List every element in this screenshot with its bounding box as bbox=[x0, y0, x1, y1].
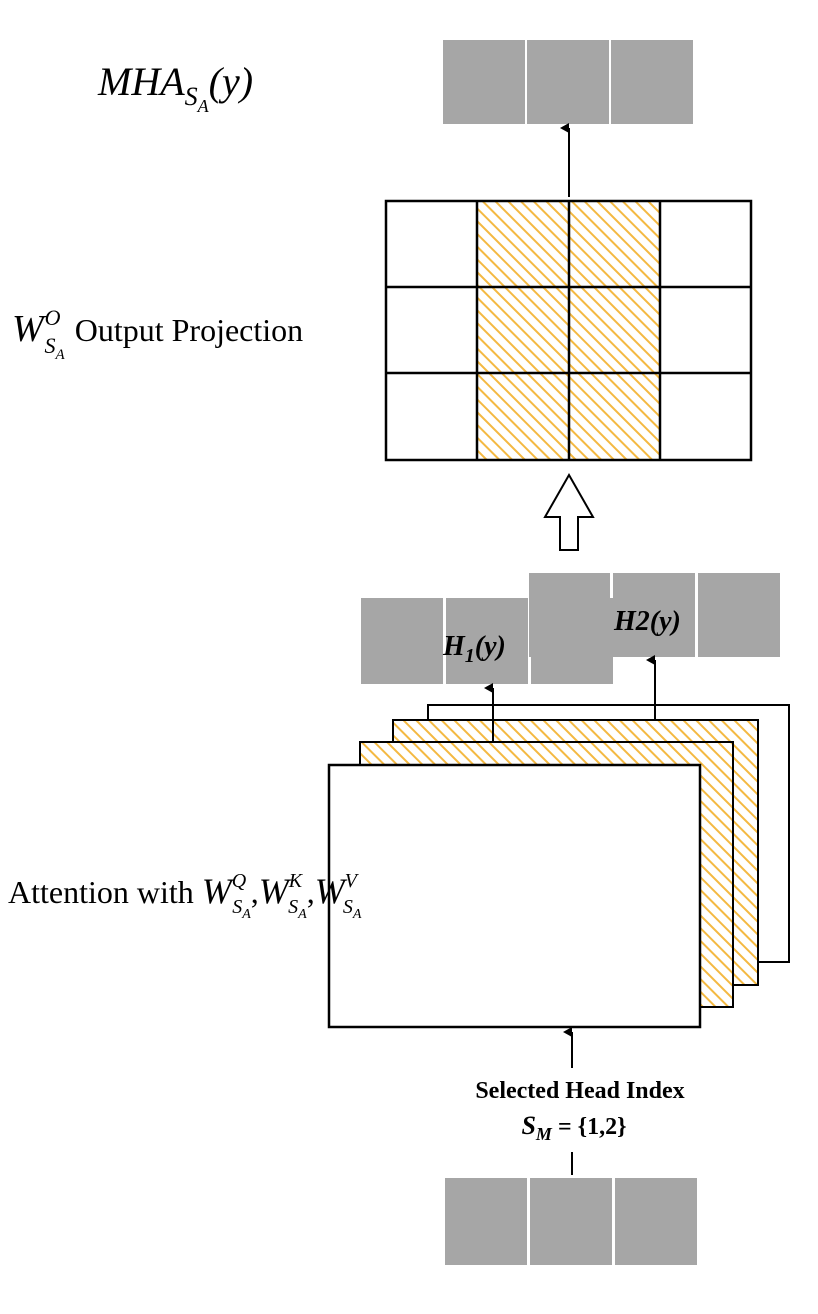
output-token-1 bbox=[443, 40, 525, 124]
head1-token-3 bbox=[531, 598, 613, 684]
arrow-head2-output bbox=[630, 655, 656, 721]
attention-head-plane-front bbox=[327, 763, 702, 1029]
head2-label: H2(y) bbox=[613, 606, 681, 637]
output-token-3 bbox=[611, 40, 693, 124]
head1-output-vector bbox=[361, 598, 613, 684]
output-token-2 bbox=[527, 40, 609, 124]
hollow-up-arrow bbox=[543, 472, 595, 551]
head2-token-2 bbox=[613, 573, 695, 657]
output-label: MHASA(y) bbox=[97, 59, 253, 116]
input-token-3 bbox=[615, 1178, 697, 1265]
output-projection-matrix bbox=[384, 199, 753, 462]
head1-token-1 bbox=[361, 598, 443, 684]
head1-token-2 bbox=[446, 598, 528, 684]
input-token-1 bbox=[445, 1178, 527, 1265]
head1-label: H1(y) bbox=[442, 631, 506, 667]
input-vector bbox=[445, 1178, 697, 1265]
output-vector bbox=[443, 40, 693, 124]
head2-token-3 bbox=[698, 573, 780, 657]
input-token-2 bbox=[530, 1178, 612, 1265]
selected-head-set: SM = {1,2} bbox=[521, 1111, 626, 1144]
attention-head-stack bbox=[327, 704, 790, 1029]
selected-head-title: Selected Head Index bbox=[475, 1078, 684, 1104]
